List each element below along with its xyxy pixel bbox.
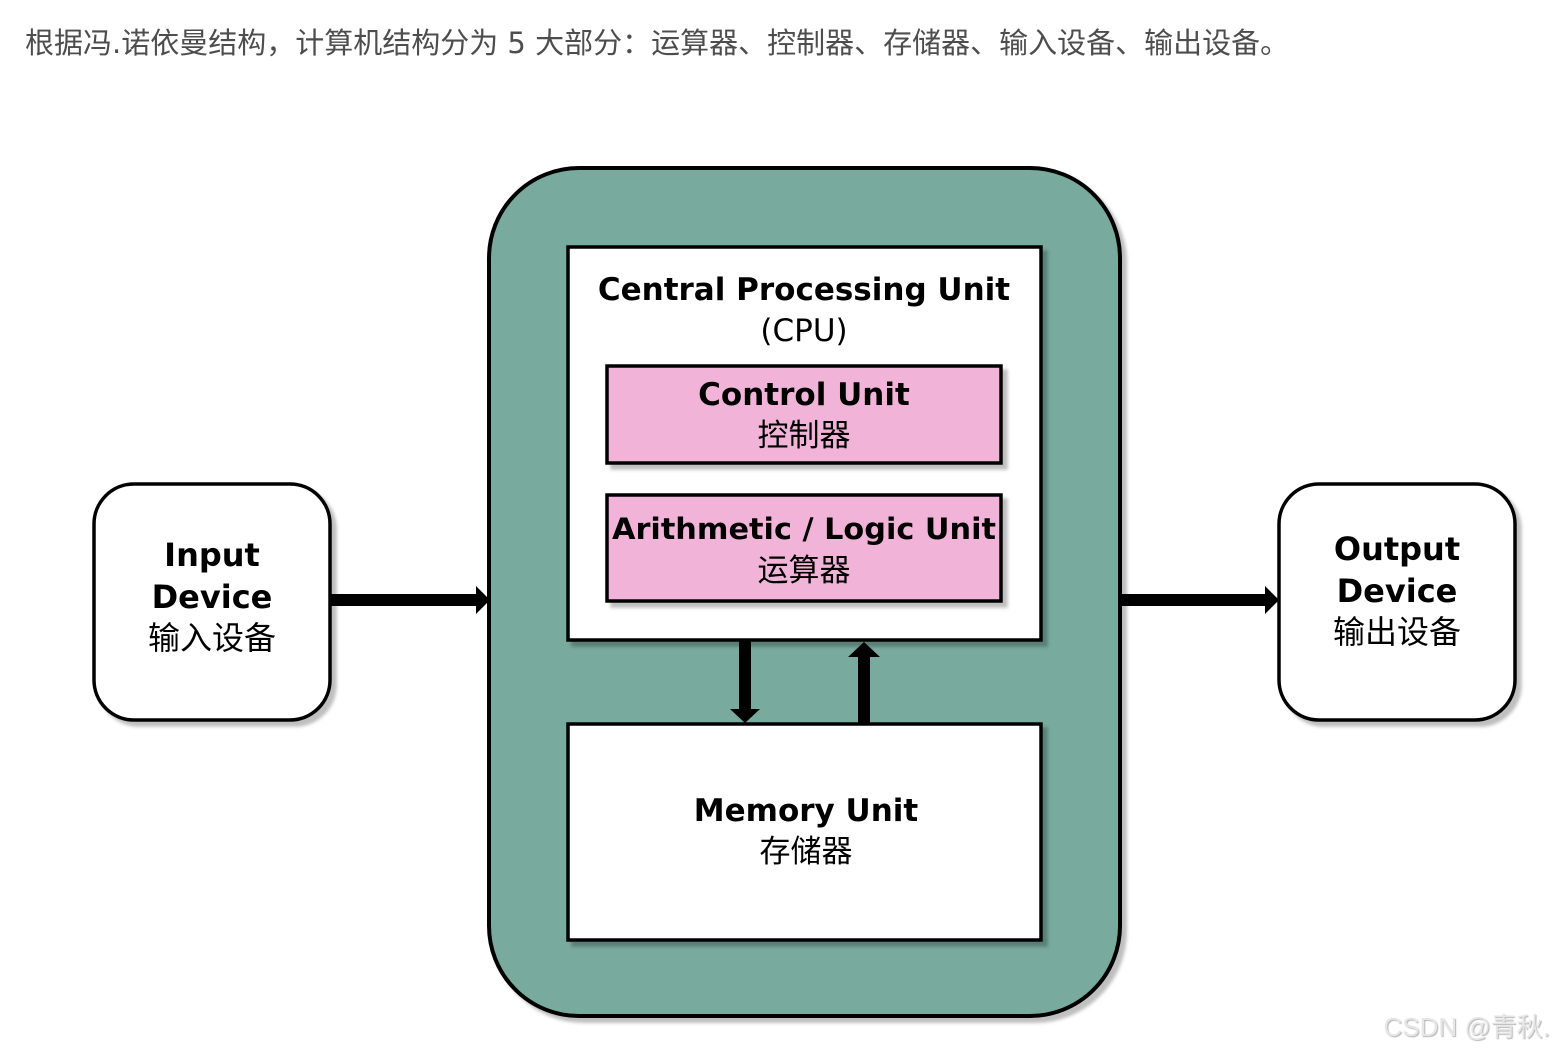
control-unit-title: Control Unit bbox=[698, 377, 910, 413]
cpu-subtitle: (CPU) bbox=[760, 313, 847, 349]
watermark: CSDN @青秋. bbox=[1383, 1012, 1550, 1042]
memory-unit-title: Memory Unit bbox=[694, 793, 919, 829]
output-device-subtitle: 输出设备 bbox=[1333, 613, 1461, 651]
arrow-cpu-to-memory bbox=[730, 641, 760, 723]
cpu-title: Central Processing Unit bbox=[598, 272, 1010, 308]
control-unit-box: Control Unit 控制器 bbox=[605, 364, 1003, 465]
input-device-subtitle: 输入设备 bbox=[148, 619, 276, 657]
memory-unit-box: Memory Unit 存储器 bbox=[566, 722, 1043, 942]
alu-subtitle: 运算器 bbox=[758, 553, 851, 589]
arrow-computer-to-output bbox=[1120, 586, 1279, 614]
input-device-title-line2: Device bbox=[152, 578, 273, 616]
memory-unit-subtitle: 存储器 bbox=[760, 834, 853, 870]
output-device-title-line2: Device bbox=[1337, 572, 1458, 610]
alu-title: Arithmetic / Logic Unit bbox=[612, 512, 996, 546]
input-device-title-line1: Input bbox=[164, 536, 260, 574]
input-device-box: Input Device 输入设备 bbox=[92, 482, 332, 722]
arrow-memory-to-cpu bbox=[848, 642, 880, 724]
output-device-box: Output Device 输出设备 bbox=[1277, 482, 1517, 722]
control-unit-subtitle: 控制器 bbox=[758, 418, 851, 454]
arrow-input-to-computer bbox=[330, 586, 490, 614]
intro-paragraph: 根据冯.诺依曼结构，计算机结构分为 5 大部分：运算器、控制器、存储器、输入设备… bbox=[25, 26, 1290, 60]
alu-box: Arithmetic / Logic Unit 运算器 bbox=[605, 493, 1003, 603]
output-device-title-line1: Output bbox=[1334, 530, 1460, 568]
